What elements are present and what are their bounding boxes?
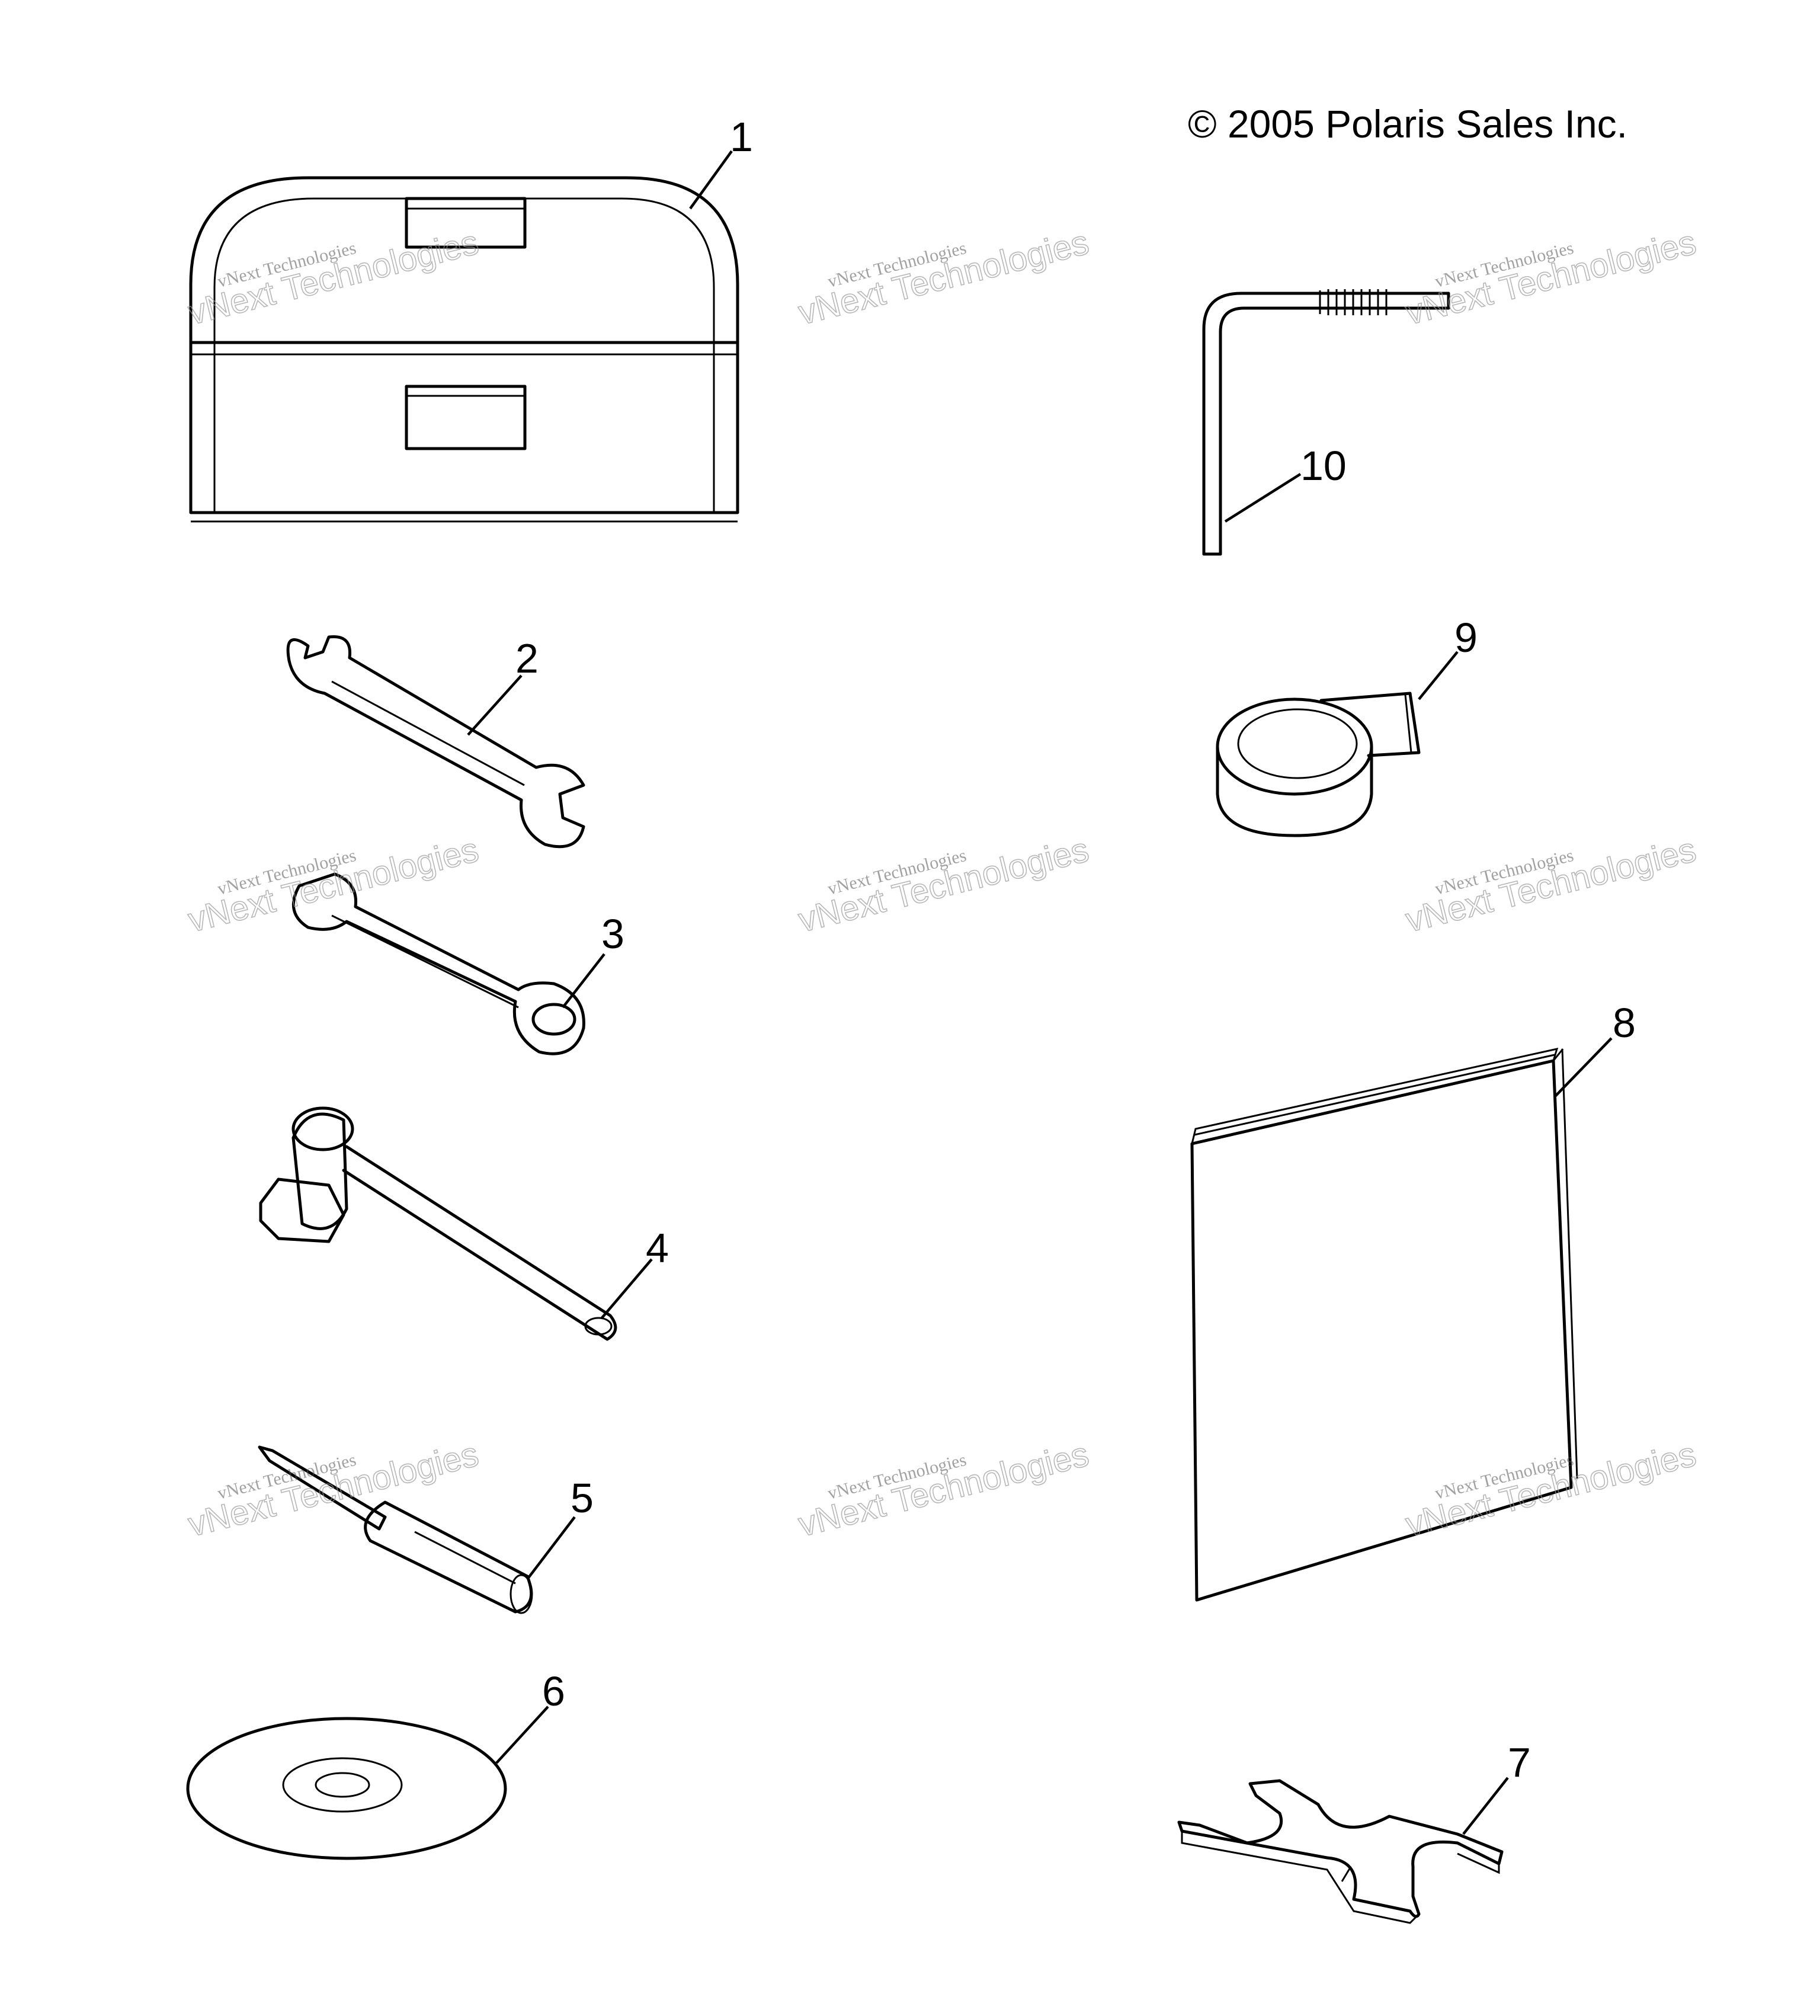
part-hex-key: [1202, 289, 1450, 556]
part-screwdriver: [258, 1445, 533, 1614]
callout-7: 7: [1508, 1739, 1531, 1785]
part-holder-tool: [1177, 1779, 1504, 1924]
part-cd-disc: [186, 1717, 507, 1860]
part-open-end-wrench: [286, 635, 585, 849]
copyright-text: © 2005 Polaris Sales Inc.: [1188, 102, 1627, 146]
part-strap-coil: [1216, 692, 1421, 837]
callout-6: 6: [542, 1668, 565, 1714]
part-tool-bag: [189, 176, 739, 523]
watermark-group: vNext Technologies vNext Technologies vN…: [184, 222, 1700, 1544]
callout-5: 5: [571, 1475, 594, 1521]
part-combination-wrench: [291, 872, 585, 1055]
callout-8: 8: [1613, 1000, 1636, 1046]
callout-10: 10: [1300, 443, 1347, 489]
callout-4: 4: [646, 1225, 669, 1271]
part-spark-plug-socket: [259, 1106, 617, 1341]
callout-9: 9: [1454, 615, 1478, 661]
callout-2: 2: [515, 635, 539, 681]
part-manual: [1190, 1047, 1578, 1602]
callout-3: 3: [601, 911, 624, 957]
callout-1: 1: [730, 114, 753, 160]
